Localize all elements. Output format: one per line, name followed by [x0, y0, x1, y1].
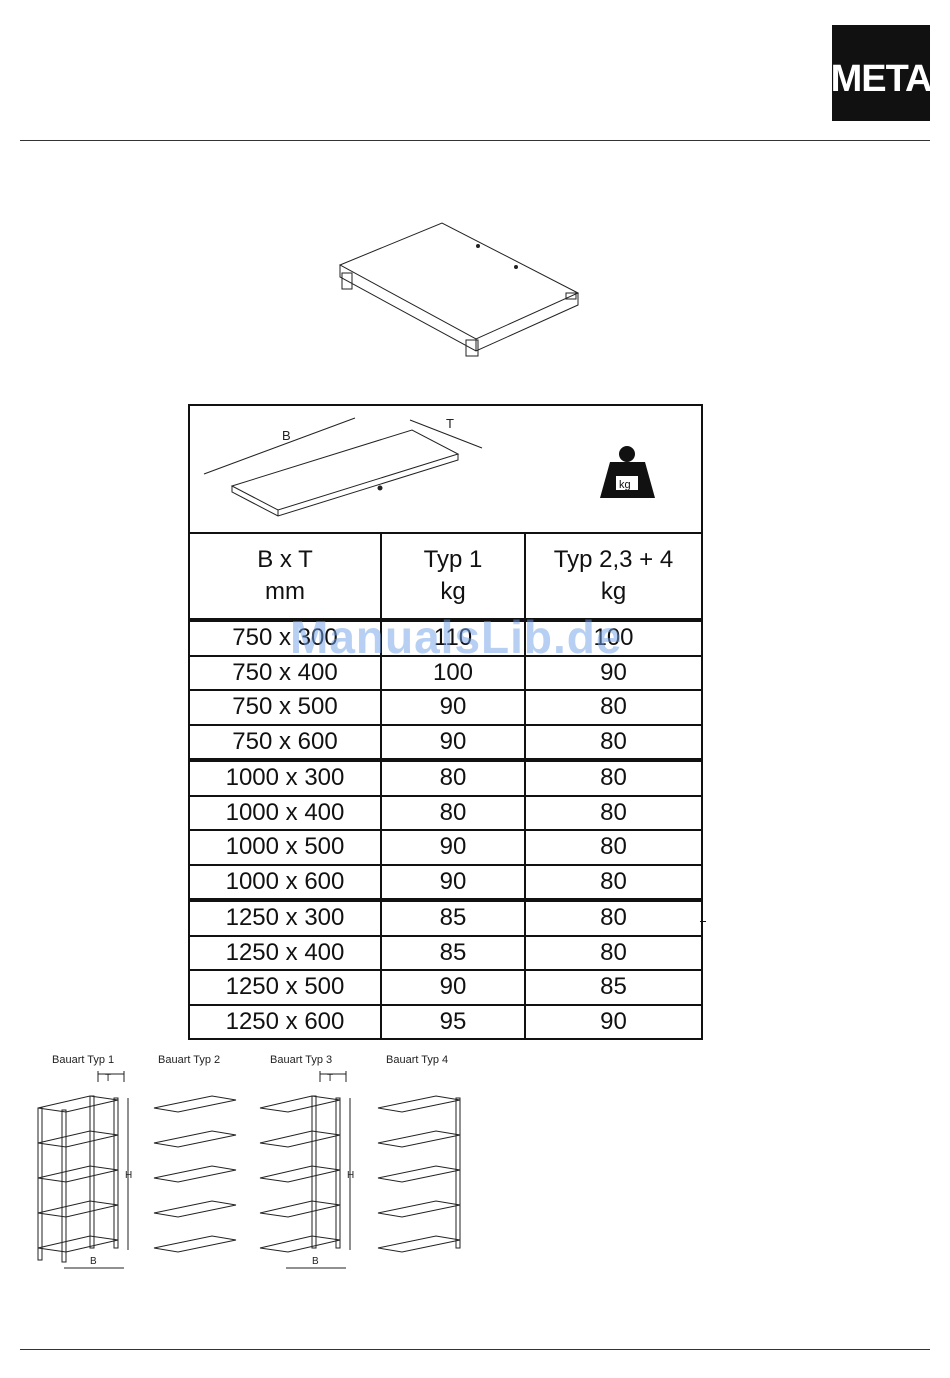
typ1-h-label: H: [125, 1170, 132, 1181]
weight-icon: kg: [600, 446, 655, 498]
bauart-typ4-label: Bauart Typ 4: [386, 1054, 449, 1066]
dim-label-b: B: [282, 428, 291, 443]
bauart-typ2-label: Bauart Typ 2: [158, 1054, 221, 1066]
logo-text: META: [830, 58, 933, 100]
top-divider: [20, 140, 930, 141]
bauart-typ3-label: Bauart Typ 3: [270, 1054, 333, 1066]
dim-label-t: T: [446, 416, 454, 431]
bauart-typ2-diagram: [153, 1095, 237, 1253]
table-diagram-header: B T kg: [190, 406, 701, 534]
shelf-panel-illustration: [338, 222, 580, 357]
table-edge-mark: [700, 921, 706, 922]
typ1-t-label: T: [105, 1073, 111, 1084]
shelf-dimension-diagram: B T kg: [203, 416, 655, 517]
bauart-typ3-diagram: T H B: [259, 1071, 354, 1269]
bauart-typ1-label: Bauart Typ 1: [52, 1054, 115, 1066]
typ3-h-label: H: [347, 1170, 354, 1181]
typ1-b-label: B: [90, 1256, 97, 1267]
bauart-typ1-diagram: T H B: [37, 1071, 132, 1269]
bauart-typ4-diagram: [377, 1095, 461, 1253]
bottom-divider: [20, 1349, 930, 1350]
weight-icon-label: kg: [619, 479, 631, 491]
typ3-b-label: B: [312, 1256, 319, 1267]
typ3-t-label: T: [327, 1073, 333, 1084]
meta-logo: META: [830, 25, 933, 121]
